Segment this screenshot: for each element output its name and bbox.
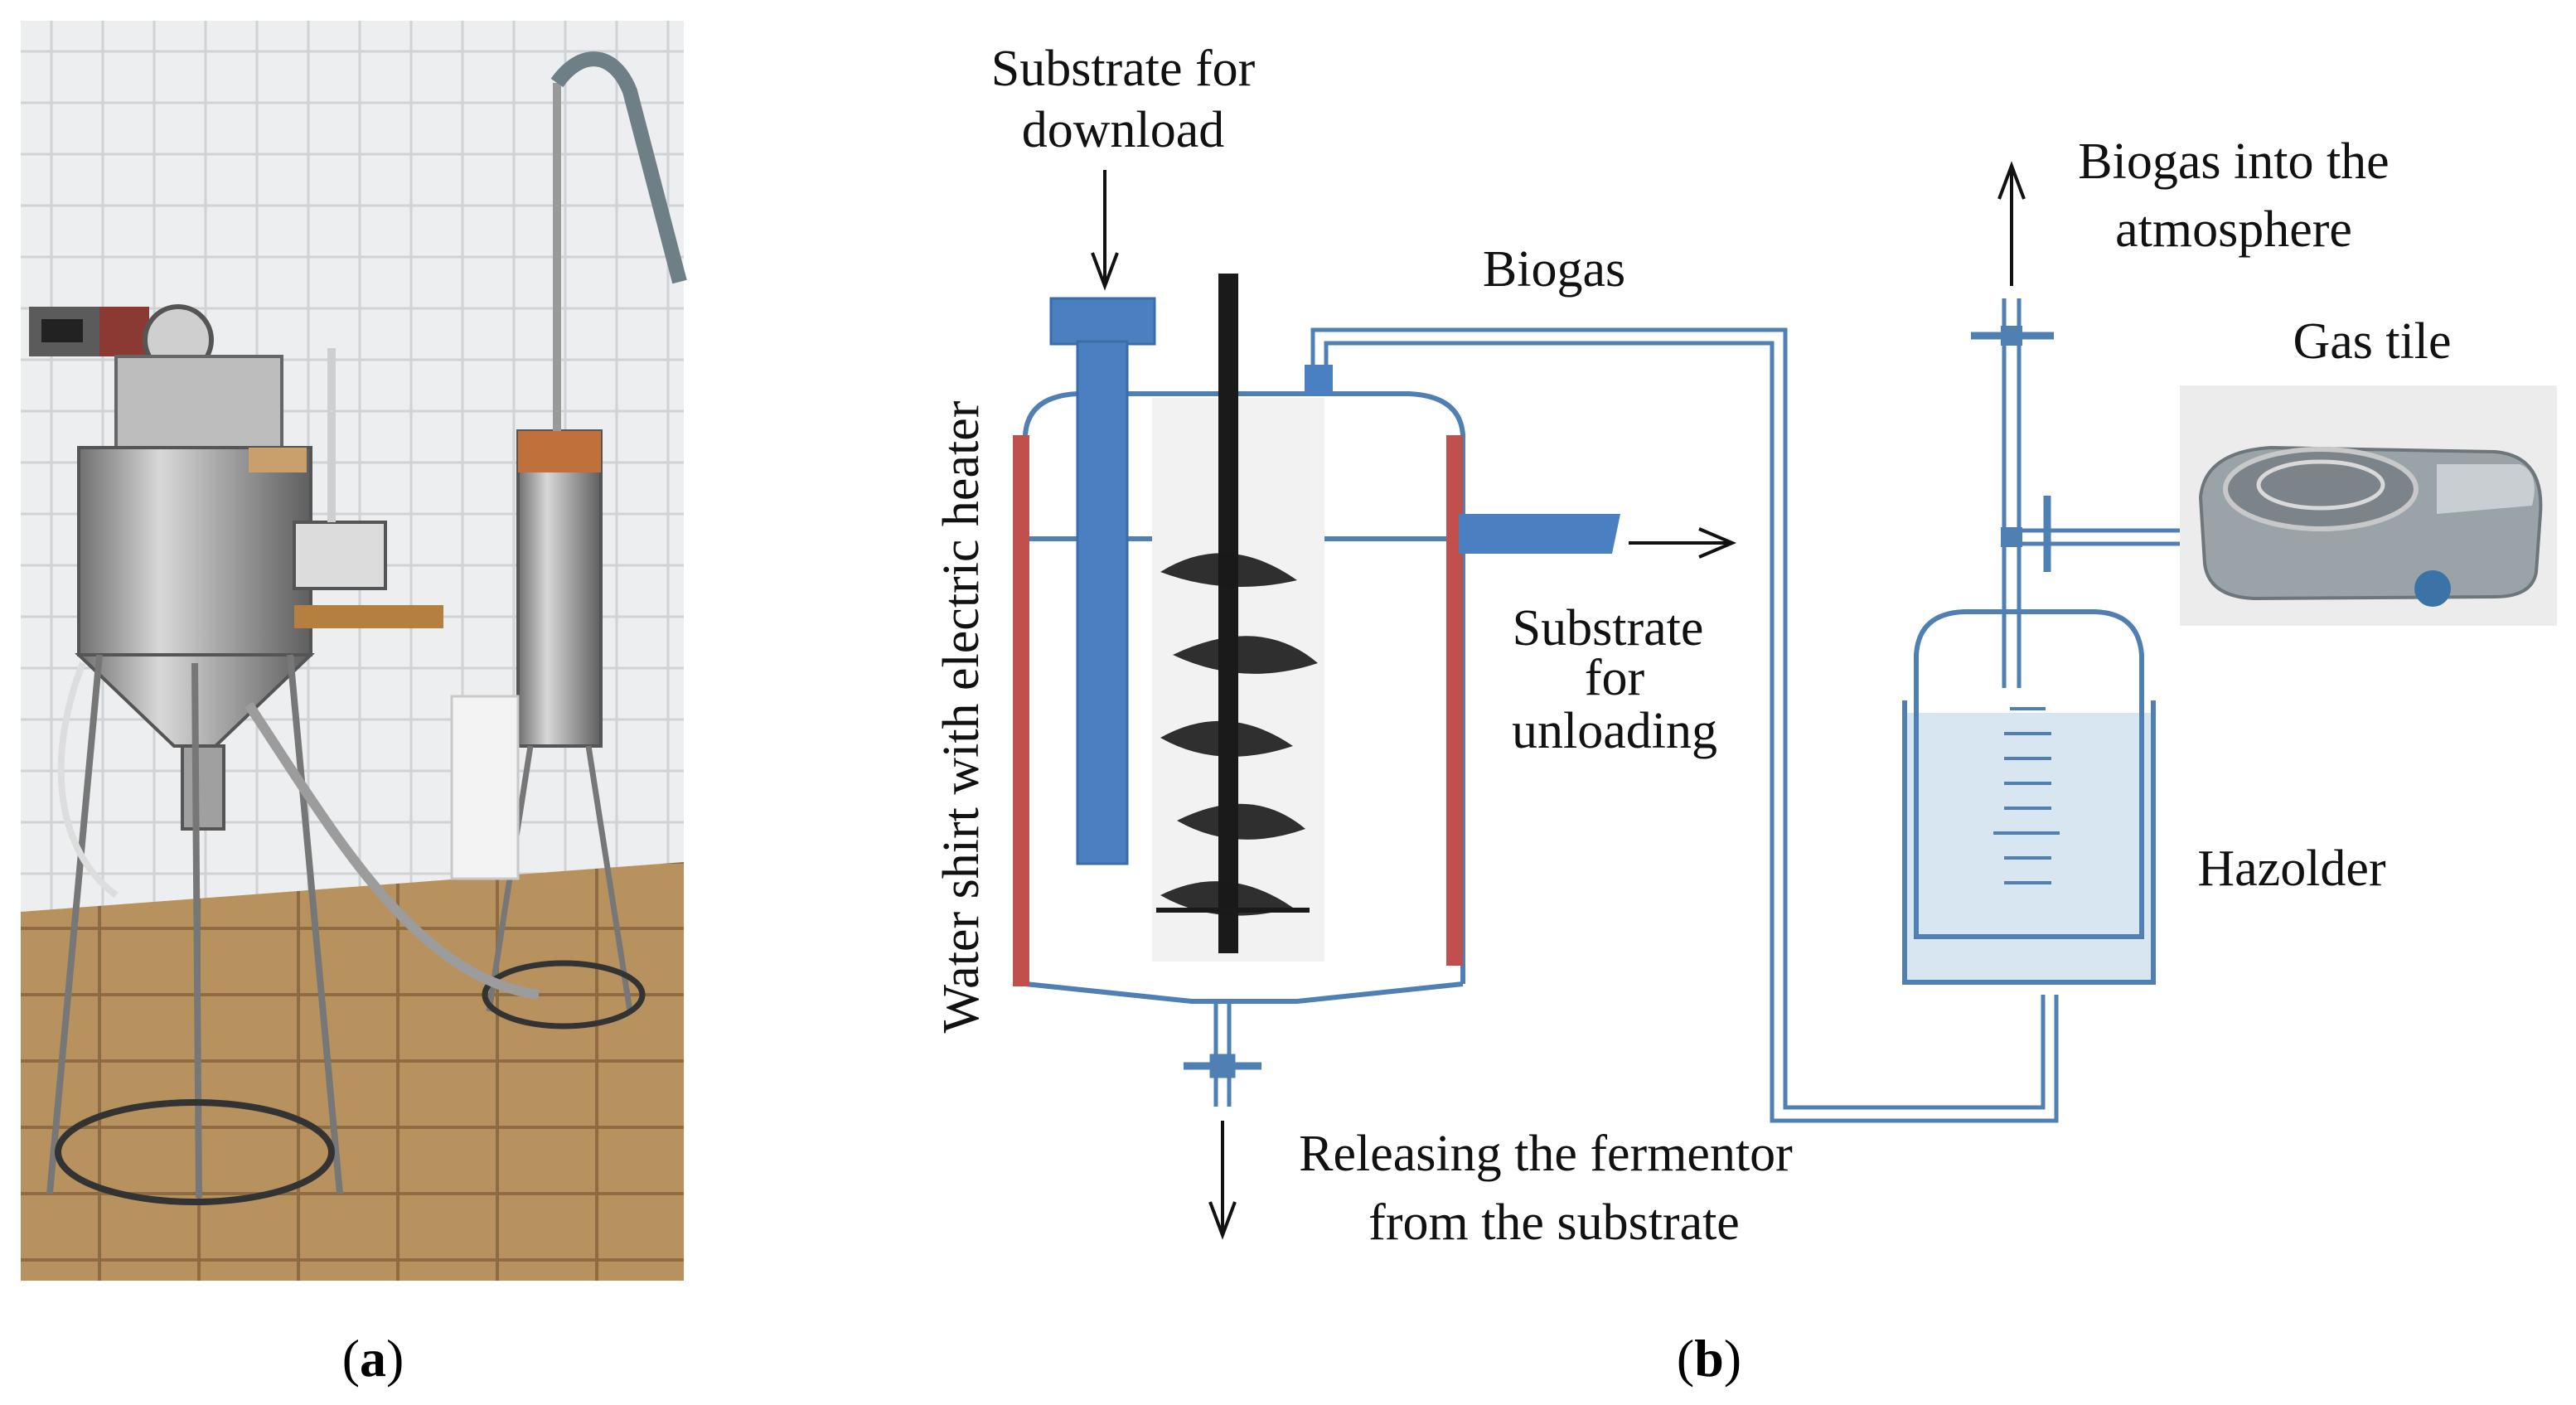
label-releasing-line2: from the substrate	[1368, 1194, 1740, 1251]
label-substrate-unloading-line2: for	[1585, 650, 1645, 706]
gas-outlet-nozzle	[1305, 365, 1333, 396]
panel-b-labels: Substrate for download Biogas Biogas int…	[933, 41, 2452, 1251]
panel-a-photo	[21, 21, 687, 1281]
drain-valve	[1184, 1001, 1261, 1107]
drain-arrow	[1208, 1121, 1237, 1240]
panel-b-caption: (b)	[1677, 1329, 1741, 1388]
auger-mixer	[1152, 274, 1324, 962]
fermentor-photo	[29, 304, 443, 1205]
label-substrate-unloading-line3: unloading	[1512, 703, 1717, 759]
atmosphere-arrow	[1997, 161, 2026, 286]
heater-left	[1013, 435, 1029, 986]
label-hazolder: Hazolder	[2197, 841, 2386, 897]
gas-tile-picture	[2180, 385, 2557, 626]
label-biogas: Biogas	[1483, 241, 1625, 298]
label-releasing-line1: Releasing the fermentor	[1299, 1126, 1793, 1182]
unloading-spout	[1459, 514, 1620, 554]
heater-right	[1446, 435, 1463, 966]
unloading-arrow	[1629, 527, 1737, 559]
loading-tube	[1049, 297, 1156, 865]
hazolder-scale	[1993, 707, 2060, 884]
tiled-floor	[21, 862, 684, 1281]
label-substrate-unloading-line1: Substrate	[1513, 600, 1704, 656]
label-biogas-atmosphere-line2: atmosphere	[2115, 201, 2352, 258]
label-substrate-download-line1: Substrate for	[991, 41, 1256, 97]
label-biogas-atmosphere-line1: Biogas into the	[2078, 133, 2389, 190]
label-water-shirt: Water shirt with electric heater	[933, 400, 990, 1033]
download-arrow	[1091, 170, 1119, 291]
gasholder-photo	[57, 51, 687, 1030]
biogas-pipe	[1310, 327, 2059, 1123]
hazolder	[1902, 298, 2188, 985]
fermentor-vessel	[1013, 365, 1465, 1004]
panel-a-caption: (a)	[342, 1329, 404, 1388]
panel-b-schematic	[1013, 161, 2557, 1240]
label-substrate-download-line2: download	[1022, 102, 1225, 158]
label-gas-tile: Gas tile	[2293, 313, 2451, 370]
